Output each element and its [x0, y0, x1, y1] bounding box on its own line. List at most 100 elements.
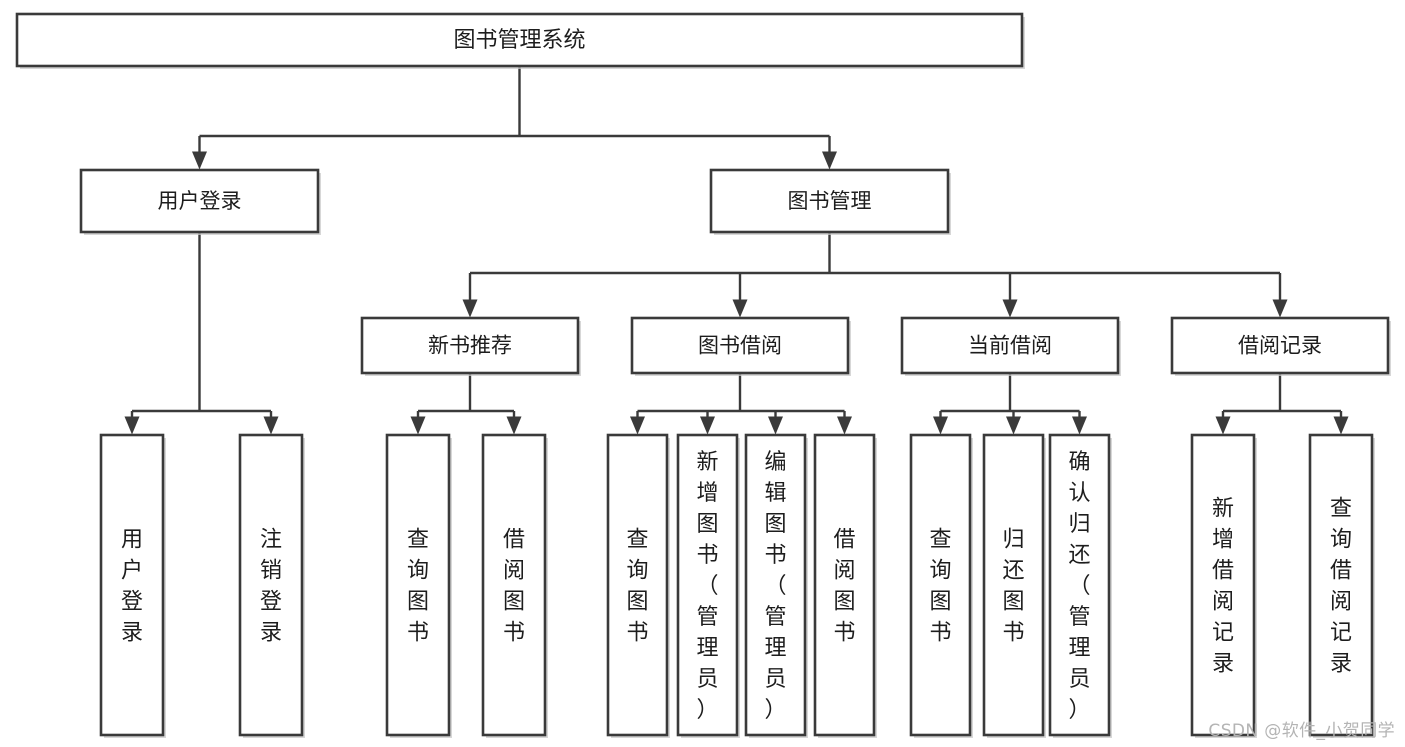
arrow-head-icon: [768, 416, 783, 435]
node-label-char: 借: [503, 528, 525, 553]
node-root[interactable]: 图书管理系统: [15, 12, 1025, 69]
node-rect[interactable]: [360, 316, 580, 375]
node-rect[interactable]: [982, 433, 1045, 737]
node-label-char: 书: [696, 543, 718, 568]
arrow-head-icon: [124, 416, 140, 435]
node-label-char: 确: [1068, 450, 1090, 475]
node-label-char: 登: [260, 590, 282, 615]
node-label-char: 图: [626, 590, 648, 615]
node-label-char: 增: [1212, 528, 1234, 553]
node-label-char: （: [764, 574, 786, 599]
node-label-char: 理: [764, 636, 786, 661]
arrow-head-icon: [1215, 416, 1231, 435]
node-rect[interactable]: [481, 433, 547, 737]
node-rect[interactable]: [79, 168, 320, 234]
node-label-char: 员: [696, 667, 718, 692]
node-rect[interactable]: [900, 316, 1120, 375]
node-label-char: 录: [260, 621, 282, 646]
node-boxes-layer: 图书管理系统用户登录图书管理新书推荐图书借阅当前借阅借阅记录用户登录用户登录注销…: [15, 12, 1391, 738]
node-rect[interactable]: [813, 433, 876, 737]
node-rect[interactable]: [909, 433, 972, 737]
node-label-char: 记: [1212, 621, 1234, 646]
node-new-book-rec[interactable]: 新书推荐: [360, 316, 581, 376]
node-label-char: 辑: [764, 481, 786, 506]
node-label-char: 阅: [833, 559, 855, 584]
node-label-char: 归: [1068, 512, 1090, 537]
node-label-char: （: [1068, 574, 1090, 599]
node-label-char: 员: [1068, 667, 1090, 692]
arrow-head-icon: [630, 416, 645, 435]
node-label-char: 书: [929, 621, 951, 646]
arrow-head-icon: [192, 151, 207, 170]
arrow-head-icon: [1006, 416, 1021, 435]
node-leaf-logout[interactable]: 注销登录注销登录: [238, 433, 305, 738]
node-label: 图书管理: [788, 189, 872, 213]
node-label-char: 增: [696, 481, 718, 506]
node-rect[interactable]: [1308, 433, 1374, 737]
node-label-char: 还: [1068, 543, 1090, 568]
node-leaf-return-book[interactable]: 归还图书归还图书: [982, 433, 1046, 738]
node-label-char: ）: [1068, 698, 1090, 723]
node-label-char: 阅: [1330, 590, 1352, 615]
node-rect[interactable]: [15, 12, 1024, 68]
node-borrow-record[interactable]: 借阅记录: [1170, 316, 1391, 376]
node-rect[interactable]: [709, 168, 950, 234]
node-rect[interactable]: [99, 433, 165, 737]
node-label-char: 编: [764, 450, 786, 475]
node-label-char: 书: [407, 621, 429, 646]
node-leaf-add-record[interactable]: 新增借阅记录新增借阅记录: [1190, 433, 1257, 738]
node-rect[interactable]: [744, 433, 807, 737]
node-label-char: 图: [929, 590, 951, 615]
node-label-char: 管: [764, 605, 786, 630]
node-label-char: 图: [407, 590, 429, 615]
node-leaf-borrow-book-2[interactable]: 借阅图书借阅图书: [813, 433, 877, 738]
node-label-char: 新: [1212, 497, 1234, 522]
node-user-login[interactable]: 用户登录: [79, 168, 321, 235]
node-label-char: 借: [1330, 559, 1352, 584]
node-book-manage[interactable]: 图书管理: [709, 168, 951, 235]
node-leaf-query-book-1[interactable]: 查询图书查询图书: [385, 433, 452, 738]
node-leaf-query-book-2[interactable]: 查询图书查询图书: [606, 433, 670, 738]
node-leaf-user-login[interactable]: 用户登录用户登录: [99, 433, 166, 738]
node-label-char: 询: [407, 559, 429, 584]
node-label-char: 户: [121, 559, 143, 584]
node-leaf-borrow-book-1[interactable]: 借阅图书借阅图书: [481, 433, 548, 738]
node-label-char: 管: [696, 605, 718, 630]
node-label-char: 图: [1002, 590, 1024, 615]
node-rect[interactable]: [1170, 316, 1390, 375]
node-rect[interactable]: [676, 433, 739, 737]
node-rect[interactable]: [385, 433, 451, 737]
arrow-head-icon: [1333, 416, 1349, 435]
node-label-char: 查: [929, 528, 951, 553]
node-rect[interactable]: [630, 316, 850, 375]
node-label-char: 阅: [1212, 590, 1234, 615]
arrow-head-icon: [410, 416, 426, 435]
node-label: 当前借阅: [968, 334, 1052, 358]
node-current-borrow[interactable]: 当前借阅: [900, 316, 1121, 376]
node-rect[interactable]: [1048, 433, 1111, 737]
node-label-char: 书: [1002, 621, 1024, 646]
node-leaf-query-book-3[interactable]: 查询图书查询图书: [909, 433, 973, 738]
node-rect[interactable]: [1190, 433, 1256, 737]
node-label-char: 查: [626, 528, 648, 553]
node-rect[interactable]: [606, 433, 669, 737]
watermark-text: CSDN @软件_小贺同学: [1208, 721, 1395, 741]
node-label-char: 用: [121, 528, 143, 553]
node-label-char: 查: [1330, 497, 1352, 522]
node-label: 用户登录: [158, 189, 242, 213]
node-label-char: ）: [764, 698, 786, 723]
node-label-char: 查: [407, 528, 429, 553]
node-rect[interactable]: [238, 433, 304, 737]
node-book-borrow[interactable]: 图书借阅: [630, 316, 851, 376]
node-label-char: 阅: [503, 559, 525, 584]
node-label-char: 理: [1068, 636, 1090, 661]
node-label-char: ）: [696, 698, 718, 723]
arrow-head-icon: [1072, 416, 1087, 435]
node-label: 借阅记录: [1238, 334, 1322, 358]
arrow-head-icon: [1272, 299, 1288, 318]
node-leaf-query-record[interactable]: 查询借阅记录查询借阅记录: [1308, 433, 1375, 738]
